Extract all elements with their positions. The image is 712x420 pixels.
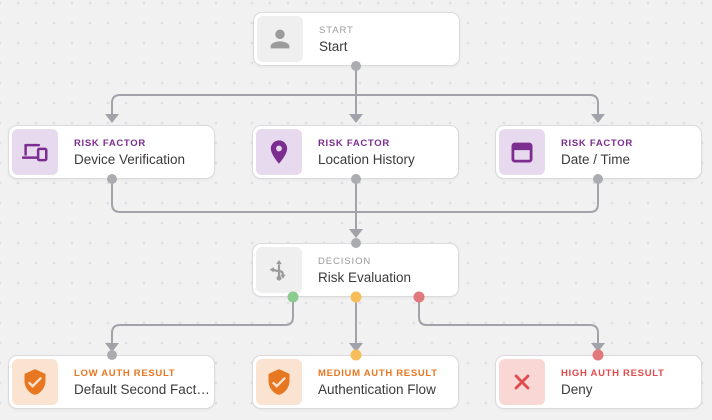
edge-start-device: [111, 94, 356, 114]
x-icon: [499, 359, 545, 405]
edge-start-datetime: [356, 94, 599, 114]
arrowhead-down-icon: [105, 114, 119, 123]
node-title: Default Second Fact…: [74, 381, 210, 397]
port-start-out[interactable]: [351, 61, 361, 71]
node-start[interactable]: START Start: [253, 12, 460, 66]
shield-check-icon: [256, 359, 302, 405]
node-type-label: RISK FACTOR: [74, 137, 146, 149]
node-title: Location History: [318, 151, 415, 167]
node-high-auth-result[interactable]: HIGH AUTH RESULT Deny: [495, 355, 702, 409]
arrowhead-down-icon: [349, 229, 363, 238]
arrowhead-down-icon: [591, 114, 605, 123]
port-decision-low-out[interactable]: [287, 291, 299, 303]
port-high-in[interactable]: [592, 349, 604, 361]
person-icon: [257, 16, 303, 62]
node-type-label: HIGH AUTH RESULT: [561, 367, 665, 379]
node-title: Start: [319, 38, 348, 54]
node-medium-auth-result[interactable]: MEDIUM AUTH RESULT Authentication Flow: [252, 355, 459, 409]
port-datetime-out[interactable]: [593, 174, 603, 184]
node-date-time[interactable]: RISK FACTOR Date / Time: [495, 125, 702, 179]
split-arrows-icon: [256, 247, 302, 293]
port-decision-high-out[interactable]: [413, 291, 425, 303]
node-title: Date / Time: [561, 151, 631, 167]
calendar-icon: [499, 129, 545, 175]
map-pin-icon: [256, 129, 302, 175]
shield-check-icon: [12, 359, 58, 405]
edge-datetime-decision: [356, 179, 599, 213]
laptop-phone-icon: [12, 129, 58, 175]
node-risk-evaluation[interactable]: DECISION Risk Evaluation: [252, 243, 459, 297]
port-decision-medium-out[interactable]: [350, 291, 362, 303]
port-device-out[interactable]: [107, 174, 117, 184]
port-medium-in[interactable]: [350, 349, 362, 361]
node-type-label: RISK FACTOR: [561, 137, 633, 149]
node-location-history[interactable]: RISK FACTOR Location History: [252, 125, 459, 179]
edge-decision-low: [111, 297, 294, 343]
node-title: Authentication Flow: [318, 381, 436, 397]
edge-device-decision: [111, 179, 356, 213]
node-title: Deny: [561, 381, 593, 397]
arrowhead-down-icon: [349, 114, 363, 123]
node-device-verification[interactable]: RISK FACTOR Device Verification: [8, 125, 215, 179]
node-type-label: RISK FACTOR: [318, 137, 390, 149]
node-type-label: DECISION: [318, 255, 372, 267]
node-low-auth-result[interactable]: LOW AUTH RESULT Default Second Fact…: [8, 355, 215, 409]
node-type-label: MEDIUM AUTH RESULT: [318, 367, 438, 379]
port-decision-in[interactable]: [351, 238, 361, 248]
port-low-in[interactable]: [107, 350, 117, 360]
edge-decision-high: [418, 297, 599, 343]
node-type-label: START: [319, 24, 354, 36]
node-title: Risk Evaluation: [318, 269, 412, 285]
node-title: Device Verification: [74, 151, 186, 167]
node-type-label: LOW AUTH RESULT: [74, 367, 176, 379]
port-location-out[interactable]: [351, 174, 361, 184]
